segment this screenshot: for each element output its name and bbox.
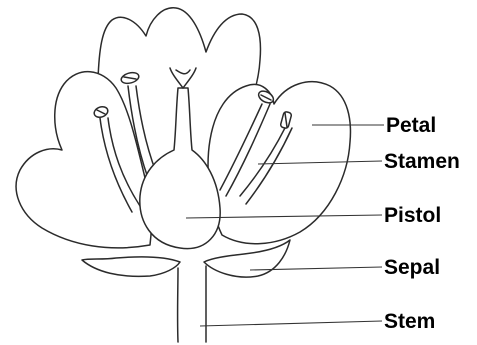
sepal-right [204, 240, 290, 277]
petal-label: Petal [386, 114, 436, 137]
sepal-label: Sepal [384, 256, 440, 279]
stem-label: Stem [384, 310, 435, 333]
stem [178, 266, 206, 342]
pistol-label: Pistol [384, 204, 441, 227]
sepal-left [82, 257, 180, 277]
stem-leader [200, 321, 382, 326]
stamen-label: Stamen [384, 150, 460, 173]
